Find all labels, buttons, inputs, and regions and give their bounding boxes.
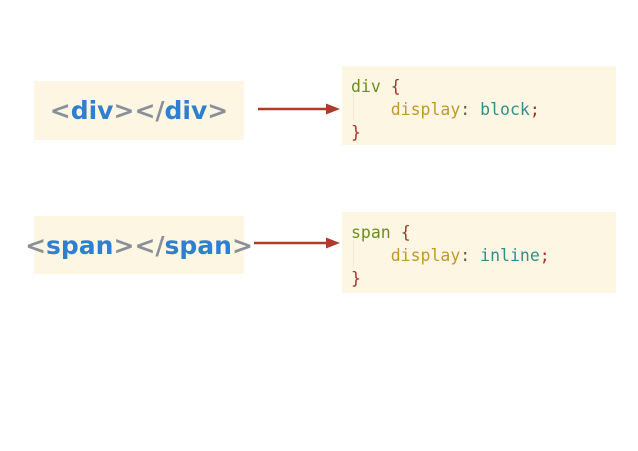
css-value: block	[480, 100, 530, 119]
arrow-span-to-css	[254, 237, 340, 249]
css-close-brace-line: }	[342, 121, 616, 144]
css-colon: :	[460, 100, 471, 119]
css-rule-box-div: div { display: block; }	[342, 66, 616, 145]
arrow-div-to-css	[258, 103, 340, 115]
html-tag-markup-span: <span></span>	[25, 233, 253, 258]
angle-bracket-close-icon: >	[207, 96, 229, 125]
css-semicolon: ;	[529, 100, 540, 119]
css-close-brace: }	[351, 269, 361, 288]
html-tag-box-span: <span></span>	[25, 216, 253, 274]
angle-bracket-close-icon: >	[231, 230, 253, 260]
angle-bracket-slash-icon: </	[134, 230, 165, 260]
css-selector-line: div {	[342, 75, 616, 98]
tag-name-open: span	[46, 230, 114, 260]
html-tag-markup-div: <div></div>	[50, 98, 228, 123]
angle-bracket-close-icon: >	[113, 96, 135, 125]
css-property: display	[390, 246, 461, 265]
tag-name-close: div	[164, 96, 208, 125]
tag-name-close: span	[164, 230, 232, 260]
css-close-brace-line: }	[342, 267, 616, 290]
html-tag-box-div: <div></div>	[34, 81, 244, 140]
css-value: inline	[480, 246, 540, 265]
css-selector: div	[351, 77, 381, 96]
css-selector: span	[351, 223, 391, 242]
css-colon: :	[460, 246, 471, 265]
css-close-brace: }	[351, 123, 361, 142]
tag-name-open: div	[70, 96, 114, 125]
angle-bracket-close-icon: >	[113, 230, 135, 260]
css-selector-line: span {	[342, 221, 616, 244]
angle-bracket-open-icon: <	[25, 230, 47, 260]
css-rule-box-span: span { display: inline; }	[342, 212, 616, 293]
css-open-brace: {	[400, 223, 411, 242]
css-semicolon: ;	[539, 246, 550, 265]
css-declaration-line: display: inline;	[342, 240, 616, 267]
css-declaration-line: display: block;	[342, 94, 616, 121]
angle-bracket-open-icon: <	[49, 96, 71, 125]
css-property: display	[390, 100, 461, 119]
angle-bracket-slash-icon: </	[134, 96, 165, 125]
css-open-brace: {	[390, 77, 401, 96]
